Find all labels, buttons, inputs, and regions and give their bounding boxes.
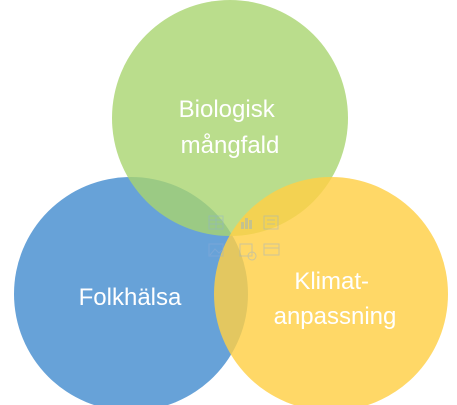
label-biologisk-mangfald: Biologisk mångfald: [179, 96, 282, 159]
insert-table-icon: [208, 215, 224, 230]
label-biologisk-line-1: Biologisk: [179, 96, 276, 123]
circle-folkhalsa: [14, 177, 248, 405]
label-klimat-line-2: anpassning: [274, 303, 397, 330]
content-placeholder-icons: [208, 215, 280, 261]
label-folkhalsa-line-1: Folkhälsa: [79, 284, 182, 311]
label-folkhalsa: Folkhälsa: [79, 284, 182, 311]
label-klimatanpassning: Klimat- anpassning: [274, 268, 397, 330]
insert-picture-icon: [208, 243, 224, 257]
insert-chart-icon: [241, 218, 252, 229]
circle-biologisk-mangfald: [112, 0, 348, 236]
label-biologisk-line-2: mångfald: [181, 132, 280, 159]
insert-video-icon: [263, 243, 280, 256]
circle-klimatanpassning: [214, 177, 448, 405]
insert-smartart-icon: [263, 215, 279, 230]
label-klimat-line-1: Klimat-: [294, 268, 369, 295]
insert-online-picture-icon: [239, 243, 257, 261]
